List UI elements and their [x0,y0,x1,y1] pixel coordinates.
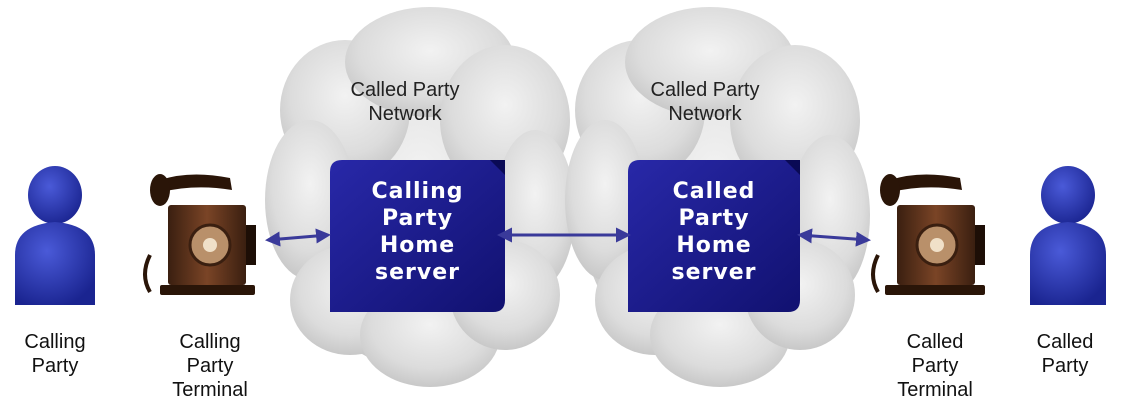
server-to-terminal-arrow-right [797,228,871,247]
called-terminal-label: Called Party Terminal [897,331,973,401]
calling-party-label: Calling Party [24,331,86,377]
calling-party-phone-icon [143,174,256,295]
left-cloud-label: Called Party Network [350,79,460,125]
called-party-person-icon [1030,166,1106,305]
calling-party-person-icon [15,166,95,305]
called-party-label: Called Party [1036,331,1094,377]
called-party-phone-icon [871,174,985,295]
calling-terminal-label: Calling Party Terminal [172,331,248,401]
calling-home-server-label: Calling Party Home server [371,179,464,285]
right-cloud-label: Called Party Network [650,79,760,125]
terminal-to-server-arrow-left [265,228,331,247]
called-home-server-box [628,160,800,312]
called-home-server-label: Called Party Home server [671,179,757,285]
calling-home-server-box [330,160,505,312]
